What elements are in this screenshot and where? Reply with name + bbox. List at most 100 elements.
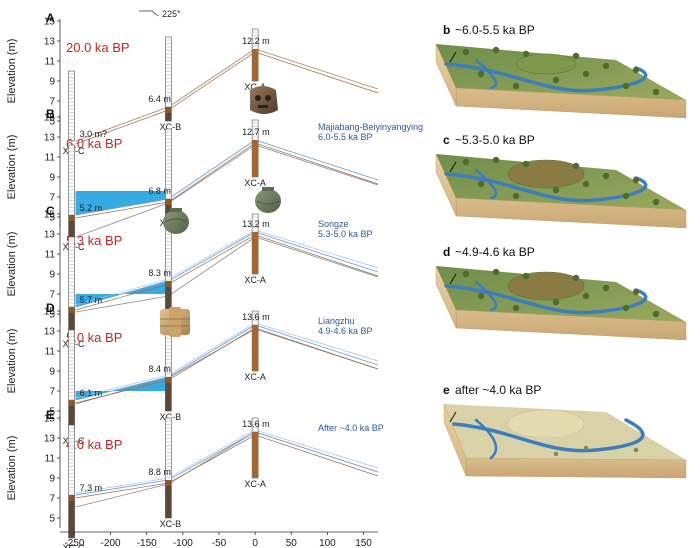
tree-cluster — [552, 186, 560, 194]
y-axis-label: Elevation (m) — [6, 436, 18, 501]
culture-period-label: 5.3-5.0 ka BP — [318, 229, 373, 239]
core-xc-a — [251, 28, 259, 82]
culture-period-label: 6.0-5.5 ka BP — [318, 132, 373, 142]
y-tick-label: 7 — [49, 387, 55, 398]
x-tick-label: -150 — [137, 538, 157, 548]
culture-label: Songze — [318, 219, 349, 229]
site-label-xc-a: XC-A — [244, 275, 266, 285]
x-tick-label: -250 — [64, 538, 84, 548]
core-xc-c — [68, 236, 75, 335]
tree-cluster — [602, 62, 610, 70]
terrain-side-face — [435, 43, 457, 107]
hill-mound — [507, 409, 585, 439]
y-tick-label: 15 — [44, 414, 56, 425]
tree-cluster — [633, 447, 639, 453]
landscape-letter: c — [443, 133, 450, 147]
y-tick-label: 15 — [44, 307, 56, 318]
elevation-label-xc-b: 8.3 m — [148, 268, 171, 278]
tree-cluster — [477, 292, 485, 300]
core-xc-c — [68, 329, 75, 432]
core-xc-a — [251, 119, 259, 178]
river-channel — [444, 284, 648, 315]
tree-cluster — [652, 198, 660, 206]
artifact-jade-cong-image — [160, 307, 190, 337]
site-label-xc-c: XC-C — [63, 543, 85, 548]
site-label-xc-b: XC-B — [160, 519, 182, 529]
tree-cluster — [512, 304, 520, 312]
upper-surface-line — [75, 429, 379, 494]
y-tick-label: 9 — [49, 77, 55, 88]
north-arrow-icon — [449, 51, 457, 63]
base-surface-line — [75, 234, 379, 311]
river-channel — [452, 418, 645, 453]
elevation-label-xc-c: 3.0 m? — [80, 129, 108, 139]
elevation-label-xc-a: 12.2 m — [242, 36, 270, 46]
x-tick-label: -50 — [212, 538, 227, 548]
tree-cluster — [582, 180, 590, 188]
core-sediment-fill — [165, 107, 172, 121]
y-tick-label: 7 — [49, 193, 55, 204]
x-tick-label: 100 — [319, 538, 336, 548]
elevation-label-xc-b: 8.8 m — [148, 467, 171, 477]
core-sediment-fill — [165, 480, 172, 518]
tree-cluster — [553, 451, 559, 457]
tree-cluster — [572, 274, 580, 282]
previous-surface-line — [75, 328, 379, 405]
y-axis-label: Elevation (m) — [6, 329, 18, 394]
hill-mound — [507, 159, 585, 189]
age-label: 20.0 ka BP — [66, 40, 130, 55]
y-tick-label: 15 — [44, 113, 56, 124]
y-tick-label: 5 — [49, 310, 55, 321]
x-tick-label: 150 — [355, 538, 372, 548]
previous-surface-line — [75, 144, 379, 238]
tree-cluster — [632, 66, 640, 74]
age-label: 5.3 ka BP — [66, 233, 122, 248]
culture-label: Majiabang-Beiyinyangying — [318, 122, 423, 132]
y-tick-label: 5 — [49, 213, 55, 224]
y-tick-label: 11 — [45, 347, 56, 358]
elevation-label-xc-b: 6.4 m — [148, 94, 171, 104]
north-arrow-icon — [449, 273, 457, 285]
core-sediment-fill — [68, 400, 75, 431]
north-arrow-icon — [449, 161, 457, 173]
y-tick-label: 13 — [44, 230, 56, 241]
tree-cluster — [602, 284, 610, 292]
culture-period-label: 4.9-4.6 ka BP — [318, 326, 373, 336]
hill-mound — [507, 271, 585, 301]
tree-cluster — [632, 288, 640, 296]
core-xc-a — [251, 213, 259, 275]
core-xc-a — [251, 310, 259, 372]
tree-cluster — [652, 310, 660, 318]
river-branch — [474, 168, 498, 200]
compass-indicator: 225° — [139, 9, 181, 19]
tree-cluster — [582, 292, 590, 300]
y-tick-label: 13 — [44, 434, 56, 445]
hill-mound — [515, 53, 577, 75]
panel-letter: A — [46, 11, 55, 25]
ground-surface-line — [75, 231, 379, 308]
river-channel — [444, 62, 648, 93]
base-surface-line — [75, 327, 379, 404]
river-branch — [474, 418, 498, 460]
water-body — [75, 191, 167, 215]
x-tick-label: 50 — [286, 538, 298, 548]
tree-cluster — [492, 156, 500, 164]
core-sediment-fill — [252, 232, 259, 274]
y-tick-label: 13 — [44, 327, 56, 338]
y-tick-label: 9 — [49, 270, 55, 281]
tree-cluster — [477, 70, 485, 78]
river-channel — [444, 172, 648, 203]
tree-cluster — [602, 172, 610, 180]
y-tick-label: 5 — [49, 117, 55, 128]
tree-cluster — [522, 50, 530, 58]
tree-cluster — [652, 88, 660, 96]
panel-letter: E — [46, 408, 54, 422]
core-sediment-fill — [165, 281, 172, 314]
tree-cluster — [492, 268, 500, 276]
core-xc-a — [251, 417, 259, 479]
landscape-letter: b — [443, 23, 450, 37]
y-tick-label: 11 — [45, 57, 56, 68]
tree-cluster — [492, 46, 500, 54]
